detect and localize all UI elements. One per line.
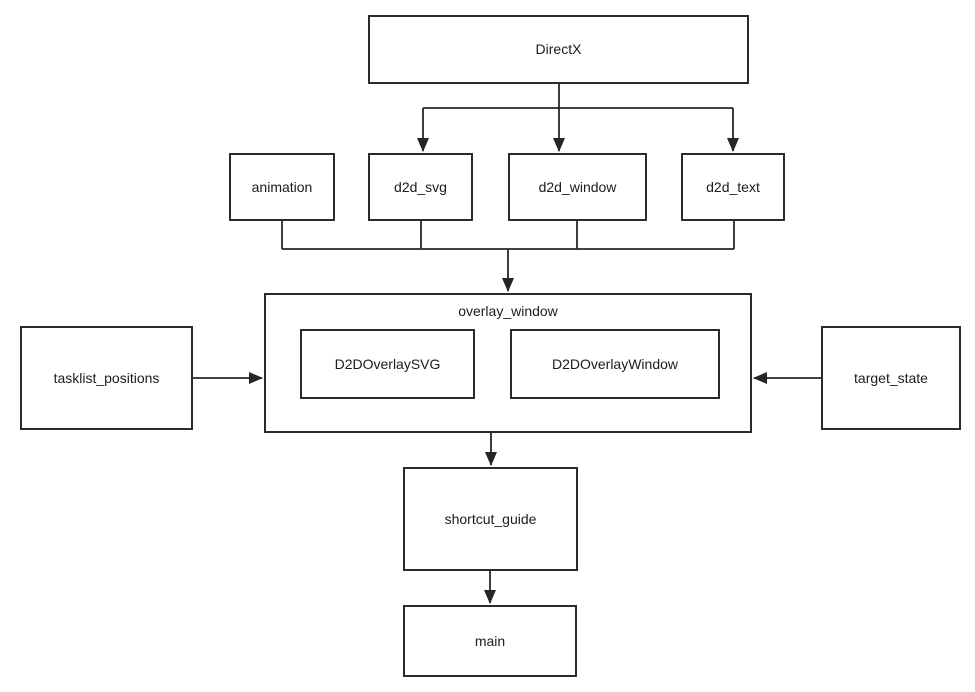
node-main-label: main [474,632,506,649]
node-animation-label: animation [251,178,313,195]
node-target-state: target_state [821,326,961,430]
node-d2d-window-label: d2d_window [538,178,617,195]
node-d2d-overlay-svg: D2DOverlaySVG [300,329,475,399]
node-overlay-window: overlay_window D2DOverlaySVG D2DOverlayW… [264,293,752,433]
node-main: main [403,605,577,677]
node-d2d-text-label: d2d_text [706,178,760,195]
node-directx-label: DirectX [535,41,582,58]
node-shortcut-guide-label: shortcut_guide [444,510,537,527]
node-d2d-text: d2d_text [681,153,785,221]
node-d2d-overlay-window-label: D2DOverlayWindow [551,355,679,372]
node-overlay-window-label: overlay_window [458,303,558,319]
node-shortcut-guide: shortcut_guide [403,467,578,571]
node-d2d-overlay-svg-label: D2DOverlaySVG [334,355,441,372]
node-animation: animation [229,153,335,221]
node-d2d-svg-label: d2d_svg [394,178,447,195]
node-tasklist-positions-label: tasklist_positions [53,369,160,386]
node-directx: DirectX [368,15,749,84]
node-target-state-label: target_state [854,369,928,386]
node-d2d-window: d2d_window [508,153,647,221]
node-tasklist-positions: tasklist_positions [20,326,193,430]
node-d2d-svg: d2d_svg [368,153,473,221]
node-d2d-overlay-window: D2DOverlayWindow [510,329,720,399]
